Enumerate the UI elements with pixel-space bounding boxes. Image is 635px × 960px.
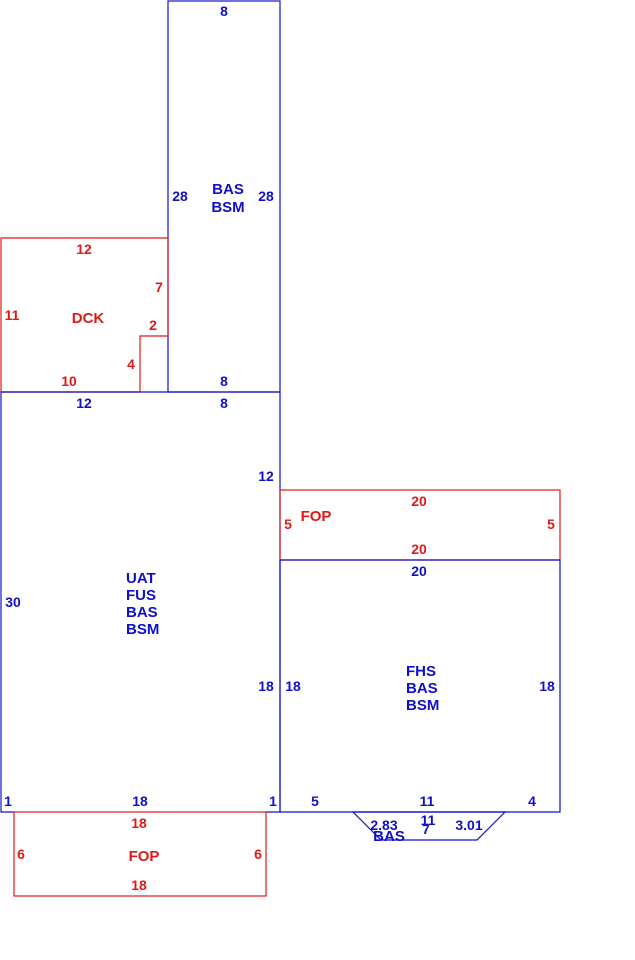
upper-wing-code-1: BAS [212,181,244,198]
upper-wing-bottom-dim: 8 [220,373,228,389]
wing-code-3: BSM [406,697,439,714]
deck-notch-side-dim: 4 [127,356,135,372]
main-top-left-dim: 12 [76,395,92,411]
wing-bottom-mid-dim: 11 [420,793,435,809]
bay-code: BAS [373,828,405,845]
wing-code-1: FHS [406,663,436,680]
deck-notch-top-dim: 2 [149,317,157,333]
main-top-right-dim: 8 [220,395,228,411]
wing-area [279,559,561,813]
deck-code: DCK [72,310,105,327]
main-right-lower-dim: 18 [258,678,274,694]
rear-porch-area [13,811,267,897]
main-bottom-left-jog-dim: 1 [4,793,12,809]
deck-right-dim: 7 [155,279,163,295]
main-outline [0,391,281,813]
main-code-2: FUS [126,587,156,604]
main-right-upper-dim: 12 [258,468,274,484]
rear-porch-right-dim: 6 [254,846,262,862]
wing-bottom-right-dim: 4 [528,793,536,809]
bay-outline [351,811,507,841]
rear-porch-bottom-dim: 18 [131,877,147,893]
rear-porch-top-dim: 18 [131,815,147,831]
bay-area [351,811,507,841]
upper-wing-left-dim: 28 [172,188,188,204]
wing-top-dim: 20 [411,563,427,579]
front-porch-left-dim: 5 [284,516,292,532]
rear-porch-outline [13,811,267,897]
main-bottom-dim: 18 [132,793,148,809]
upper-wing-code-2: BSM [211,199,244,216]
main-code-3: BAS [126,604,158,621]
main-code-1: UAT [126,570,156,587]
rear-porch-left-dim: 6 [17,846,25,862]
bay-bottom-dim: 7 [422,821,430,837]
deck-left-dim: 11 [5,307,20,323]
bay-left-angle-dim: 2.83 [370,817,397,833]
main-left-dim: 30 [5,594,21,610]
deck-bottom-dim: 10 [61,373,77,389]
rear-porch-code: FOP [129,848,160,865]
deck-top-dim: 12 [76,241,92,257]
front-porch-bottom-dim: 20 [411,541,427,557]
bay-right-angle-dim: 3.01 [455,817,482,833]
main-code-4: BSM [126,621,159,638]
wing-right-dim: 18 [539,678,555,694]
main-bottom-right-jog-dim: 1 [269,793,277,809]
bay-top-dim: 11 [421,812,436,828]
wing-left-dim: 18 [285,678,301,694]
wing-bottom-left-dim: 5 [311,793,319,809]
front-porch-top-dim: 20 [411,493,427,509]
upper-wing-top-dim: 8 [220,3,228,19]
front-porch-code: FOP [301,508,332,525]
main-area [0,391,281,813]
wing-code-2: BAS [406,680,438,697]
wing-outline [279,559,561,813]
front-porch-right-dim: 5 [547,516,555,532]
upper-wing-right-dim: 28 [258,188,274,204]
